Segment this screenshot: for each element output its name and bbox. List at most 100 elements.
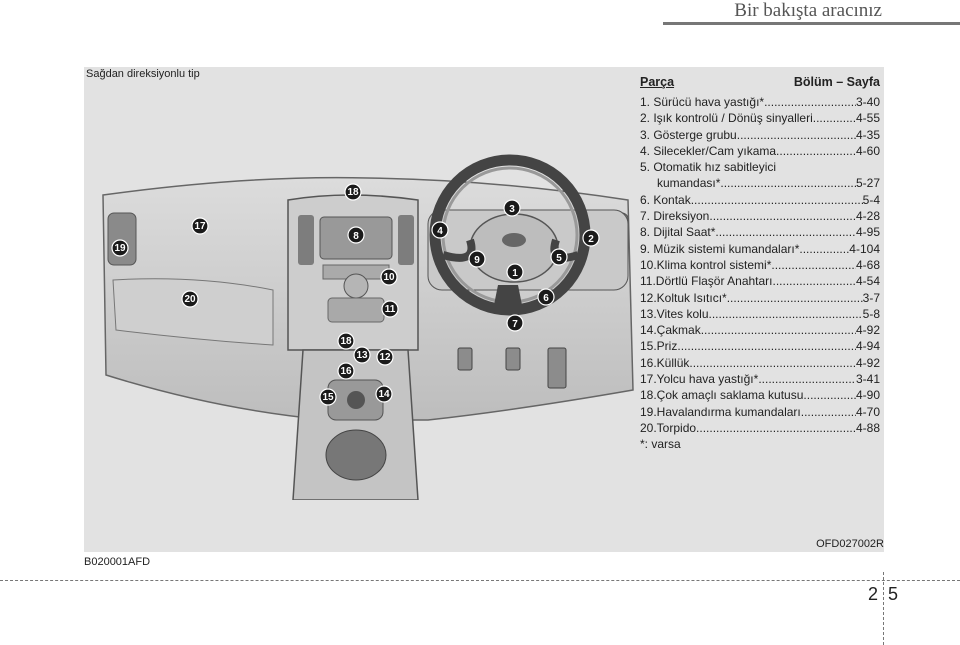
page-number-divider bbox=[883, 572, 884, 645]
callout-2: 2 bbox=[582, 229, 600, 247]
parts-list-item: 12.Koltuk Isıtıcı*3-7 bbox=[640, 290, 880, 306]
parts-list-item: 6. Kontak 5-4 bbox=[640, 192, 880, 208]
leader-dots bbox=[696, 420, 856, 436]
page-chapter-number: 2 bbox=[868, 584, 879, 604]
parts-item-label: 11.Dörtlü Flaşör Anahtarı bbox=[640, 274, 773, 289]
parts-item-label: 2. Işık kontrolü / Dönüş sinyalleri bbox=[640, 111, 813, 126]
parts-item-label: 20.Torpido bbox=[640, 420, 697, 435]
callout-11: 11 bbox=[381, 300, 399, 318]
leader-dots bbox=[803, 387, 856, 403]
parts-item-page: 5-27 bbox=[855, 176, 880, 191]
parts-item-label: 6. Kontak bbox=[640, 192, 691, 207]
parts-item-page: 5-4 bbox=[862, 192, 880, 207]
callout-18-bottom: 18 bbox=[337, 332, 355, 350]
leader-dots bbox=[689, 355, 856, 371]
parts-list-item: 18.Çok amaçlı saklama kutusu4-90 bbox=[640, 387, 880, 403]
svg-text:1: 1 bbox=[512, 268, 518, 279]
callout-14: 14 bbox=[375, 385, 393, 403]
leader-dots bbox=[799, 241, 849, 257]
parts-item-page: 4-92 bbox=[855, 355, 880, 370]
svg-text:3: 3 bbox=[509, 204, 515, 215]
parts-list-item: 5. Otomatik hız sabitleyici bbox=[640, 159, 880, 175]
parts-item-label: 7. Direksiyon bbox=[640, 209, 710, 224]
parts-item-page: 4-94 bbox=[855, 339, 880, 354]
callout-18-top: 18 bbox=[344, 183, 362, 201]
svg-text:2: 2 bbox=[588, 234, 594, 245]
callout-7: 7 bbox=[506, 314, 524, 332]
parts-item-page: 4-28 bbox=[855, 209, 880, 224]
parts-list-item: 4. Silecekler/Cam yıkama 4-60 bbox=[640, 143, 880, 159]
parts-item-page: 4-70 bbox=[855, 404, 880, 419]
parts-item-label: 15.Priz bbox=[640, 339, 678, 354]
callout-6: 6 bbox=[537, 288, 555, 306]
parts-item-page: 4-35 bbox=[855, 127, 880, 142]
callout-15: 15 bbox=[319, 388, 337, 406]
dashboard-illustration: 1 2 3 4 5 6 7 8 9 10 11 12 13 14 15 16 1… bbox=[102, 154, 634, 500]
parts-list-item: 20.Torpido 4-88 bbox=[640, 420, 880, 436]
svg-text:10: 10 bbox=[383, 272, 395, 283]
callout-12: 12 bbox=[376, 348, 394, 366]
leader-dots bbox=[691, 192, 863, 208]
parts-item-page: 4-60 bbox=[855, 143, 880, 158]
parts-list-item: 15.Priz 4-94 bbox=[640, 338, 880, 354]
parts-header-section-page: Bölüm – Sayfa bbox=[793, 75, 880, 89]
parts-item-page: 4-68 bbox=[855, 257, 880, 272]
callout-16: 16 bbox=[337, 362, 355, 380]
callout-13: 13 bbox=[353, 346, 371, 364]
svg-text:14: 14 bbox=[378, 389, 390, 400]
svg-text:18: 18 bbox=[347, 187, 359, 198]
parts-item-page: 3-40 bbox=[855, 95, 880, 109]
figure-code-right: OFD027002R bbox=[816, 538, 884, 550]
parts-list-header: Parça Bölüm – Sayfa bbox=[640, 75, 880, 89]
parts-item-page: 4-92 bbox=[855, 323, 880, 338]
callout-20: 20 bbox=[181, 290, 199, 308]
leader-dots bbox=[764, 94, 856, 110]
parts-list-item: 1. Sürücü hava yastığı* 3-40 bbox=[640, 94, 880, 110]
footer-dashed-rule bbox=[0, 580, 960, 581]
parts-item-label: 1. Sürücü hava yastığı* bbox=[640, 95, 765, 109]
figure-code-left: B020001AFD bbox=[84, 556, 151, 568]
leader-dots bbox=[715, 224, 856, 240]
parts-item-label: 4. Silecekler/Cam yıkama bbox=[640, 143, 777, 158]
leader-dots bbox=[801, 404, 856, 420]
svg-text:11: 11 bbox=[385, 304, 396, 315]
page-number: 5 bbox=[888, 584, 899, 604]
svg-text:8: 8 bbox=[353, 231, 359, 242]
callout-9: 9 bbox=[468, 250, 486, 268]
parts-item-page: 4-88 bbox=[855, 420, 880, 435]
parts-list-item: 19.Havalandırma kumandaları4-70 bbox=[640, 404, 880, 420]
parts-item-page: 4-104 bbox=[849, 241, 880, 256]
availability-note: *: varsa bbox=[640, 437, 681, 452]
parts-item-label: 17.Yolcu hava yastığı* bbox=[640, 372, 759, 387]
parts-list-item: 17.Yolcu hava yastığı*3-41 bbox=[640, 371, 880, 387]
svg-text:7: 7 bbox=[512, 319, 518, 330]
parts-item-label: 8. Dijital Saat* bbox=[640, 225, 716, 240]
leader-dots bbox=[813, 110, 856, 126]
svg-text:17: 17 bbox=[194, 221, 206, 232]
parts-list-item: 10.Klima kontrol sistemi* 4-68 bbox=[640, 257, 880, 273]
svg-text:12: 12 bbox=[379, 352, 391, 363]
parts-item-page: 5-8 bbox=[862, 306, 880, 321]
svg-text:18: 18 bbox=[340, 336, 352, 347]
parts-item-label: 16.Küllük bbox=[640, 355, 690, 370]
callout-5: 5 bbox=[550, 248, 568, 266]
callout-19: 19 bbox=[111, 239, 129, 257]
callout-4: 4 bbox=[431, 221, 449, 239]
parts-list-item: 9. Müzik sistemi kumandaları*4-104 bbox=[640, 241, 880, 257]
leader-dots bbox=[776, 143, 856, 159]
parts-item-label: 5. Otomatik hız sabitleyici bbox=[640, 160, 777, 175]
leader-dots bbox=[771, 257, 856, 273]
leader-dots bbox=[758, 371, 856, 387]
parts-item-page: 4-54 bbox=[855, 274, 880, 289]
parts-item-label: 10.Klima kontrol sistemi* bbox=[640, 257, 772, 272]
svg-text:16: 16 bbox=[340, 366, 352, 377]
parts-list-item: 8. Dijital Saat*4-95 bbox=[640, 224, 880, 240]
svg-text:15: 15 bbox=[322, 392, 334, 403]
leader-dots bbox=[720, 175, 856, 191]
page-header-title: Bir bakışta aracınız bbox=[734, 0, 882, 21]
parts-list-item: kumandası* 5-27 bbox=[640, 175, 880, 191]
parts-item-label: kumandası* bbox=[657, 176, 721, 191]
parts-list-item: 2. Işık kontrolü / Dönüş sinyalleri4-55 bbox=[640, 110, 880, 126]
parts-header-part: Parça bbox=[640, 75, 675, 89]
leader-dots bbox=[737, 127, 856, 143]
